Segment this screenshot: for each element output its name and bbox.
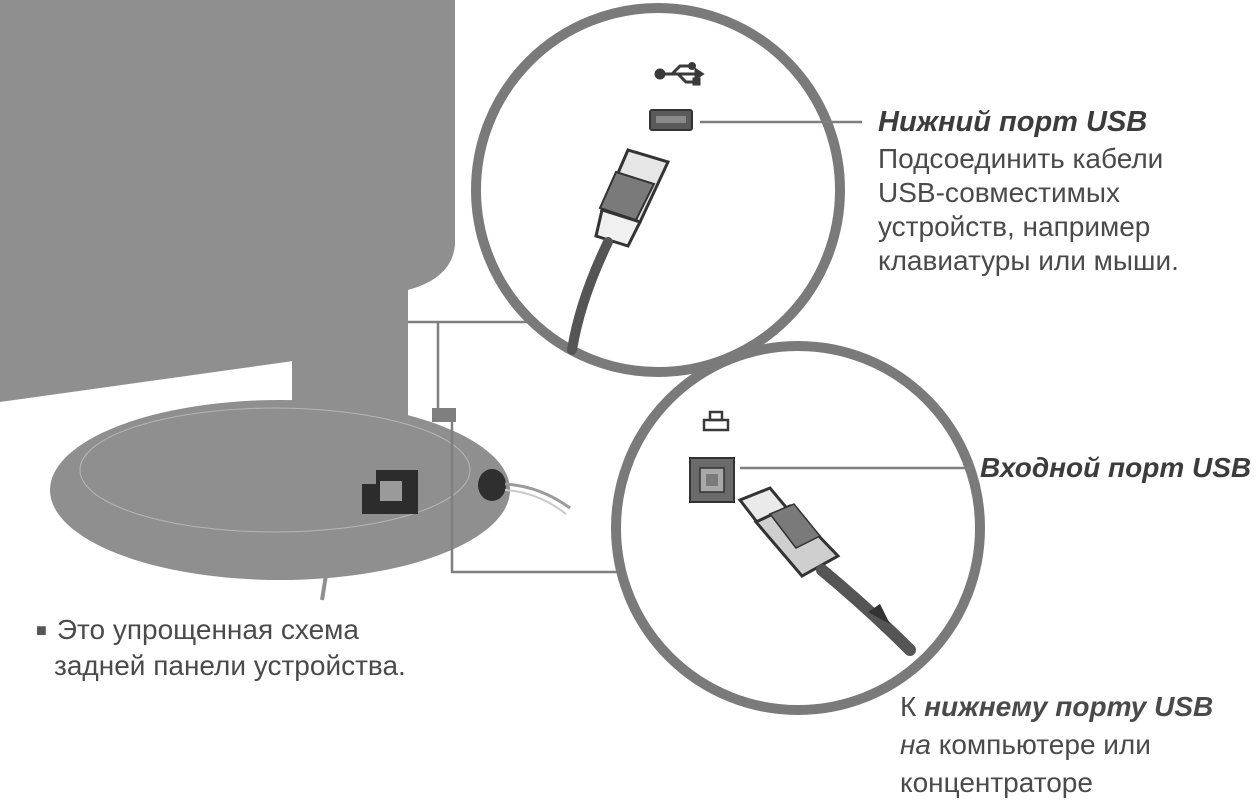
stand-port-slot (380, 481, 402, 501)
usb-trident-icon (654, 62, 705, 86)
stand-foot (320, 574, 328, 601)
stand-port-notch (362, 470, 376, 484)
downstream-desc-line: Подсоединить кабели (878, 143, 1164, 174)
note-line-1: Это упрощенная схема (56, 614, 359, 645)
downstream-desc-line: USB-совместимых (878, 177, 1121, 208)
downstream-description: Подсоединить кабели USB-совместимых устр… (878, 142, 1179, 278)
usb-b-cable (816, 564, 916, 656)
usb-b-plug (737, 486, 841, 578)
side-connector (478, 469, 506, 501)
pc-connection-line-3: концентраторе (900, 767, 1093, 798)
pc-connection-line-2: на компьютере или (900, 726, 1213, 764)
downstream-port-inner (656, 116, 686, 123)
downstream-zoom-circle (471, 3, 845, 377)
simplified-diagram-note: ■ Это упрощенная схема задней панели устр… (36, 612, 406, 684)
downstream-title: Нижний порт USB (878, 106, 1148, 138)
usb-upstream-icon (702, 410, 730, 432)
stand-base-top-highlight (79, 407, 471, 533)
downstream-desc-line: устройств, например (878, 211, 1151, 242)
note-line: задней панели устройства. (36, 648, 406, 684)
side-cable (504, 482, 571, 510)
pc-connection-line-1: К нижнему порту USB (900, 688, 1213, 726)
note-line: ■ Это упрощенная схема (36, 612, 406, 648)
upstream-port-pin (706, 474, 718, 486)
downstream-desc-line: клавиатуры или мыши. (878, 245, 1179, 276)
pc-prefix: К (900, 691, 917, 722)
leader-junction (432, 408, 456, 422)
usb-a-cable (567, 237, 613, 355)
upstream-title: Входной порт USB (980, 452, 1252, 483)
pc-connection-text: К нижнему порту USB на компьютере или ко… (900, 688, 1213, 802)
usb-a-plug (594, 148, 671, 248)
pc-bold-part: нижнему порту USB (924, 691, 1214, 722)
note-line-2: задней панели устройства. (54, 650, 406, 681)
side-cable-2 (504, 489, 567, 515)
pc-italic-part: на (900, 729, 931, 760)
pc-rest-line2: компьютере или (938, 729, 1151, 760)
direction-arrow (868, 604, 890, 624)
stand-neck (292, 260, 408, 420)
note-bullet: ■ (36, 620, 47, 640)
stand-base (50, 400, 510, 580)
leader-line-bottom (450, 420, 620, 574)
